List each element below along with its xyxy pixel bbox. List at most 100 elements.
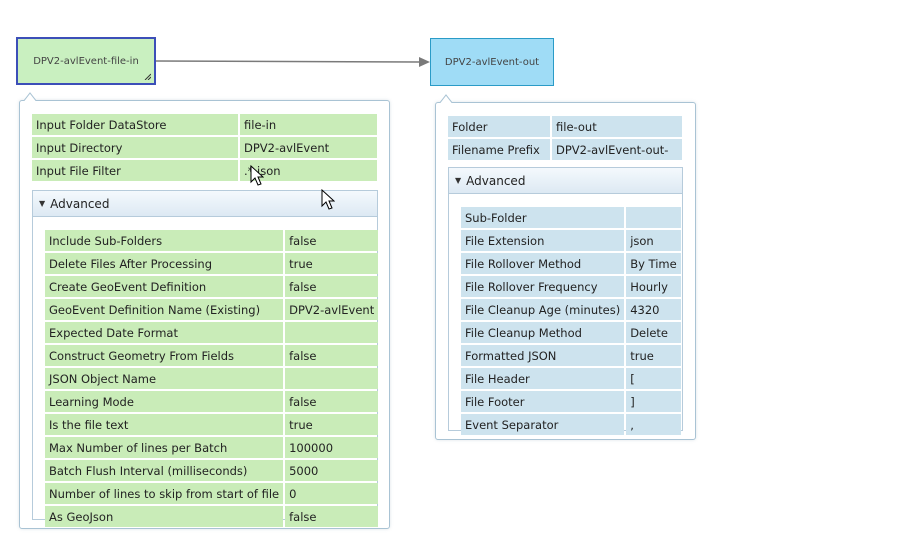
node-connector (155, 57, 430, 67)
input-node-label: DPV2-avlEvent-file-in (33, 55, 139, 67)
advanced-toggle[interactable]: ▼ Advanced (33, 191, 377, 217)
input-properties-table: Input Folder DataStore file-in Input Dir… (30, 112, 379, 183)
resize-grip-icon[interactable] (144, 73, 151, 80)
table-row: Batch Flush Interval (milliseconds)5000 (45, 460, 379, 481)
property-name: File Rollover Method (461, 253, 625, 274)
property-value[interactable]: 5000 (285, 460, 379, 481)
output-node[interactable]: DPV2-avlEvent-out (430, 38, 554, 86)
property-value[interactable]: 4320 (626, 299, 681, 320)
property-value[interactable]: true (285, 253, 379, 274)
table-row: Event Separator, (461, 414, 681, 435)
popup-pointer (23, 92, 37, 102)
property-value[interactable]: true (285, 414, 379, 435)
property-name: Number of lines to skip from start of fi… (45, 483, 284, 504)
mouse-pointer-icon (250, 165, 264, 186)
property-name: Input Folder DataStore (32, 114, 238, 135)
property-value[interactable]: DPV2-avlEvent (240, 137, 377, 158)
property-name: Is the file text (45, 414, 284, 435)
table-row: JSON Object Name (45, 368, 379, 389)
output-properties-popup: Folder file-out Filename Prefix DPV2-avl… (435, 94, 696, 440)
property-name: Construct Geometry From Fields (45, 345, 284, 366)
property-value[interactable]: false (285, 506, 379, 527)
property-name: File Rollover Frequency (461, 276, 625, 297)
table-row: Folder file-out (448, 116, 682, 137)
mouse-pointer-icon (321, 189, 335, 210)
property-value[interactable]: 100000 (285, 437, 379, 458)
popup-pointer (439, 94, 453, 104)
caret-down-icon: ▼ (455, 176, 462, 185)
property-value[interactable]: , (626, 414, 681, 435)
property-value[interactable]: DPV2-avlEvent (285, 299, 379, 320)
property-name: Sub-Folder (461, 207, 625, 228)
caret-down-icon: ▼ (39, 199, 46, 208)
property-name: Max Number of lines per Batch (45, 437, 284, 458)
property-value[interactable] (626, 207, 681, 228)
table-row: Filename Prefix DPV2-avlEvent-out- (448, 139, 682, 160)
property-value[interactable]: file-out (552, 116, 682, 137)
property-name: File Cleanup Method (461, 322, 625, 343)
property-value[interactable]: Hourly (626, 276, 681, 297)
property-name: File Extension (461, 230, 625, 251)
property-value[interactable]: false (285, 276, 379, 297)
property-value[interactable]: Delete (626, 322, 681, 343)
property-name: Event Separator (461, 414, 625, 435)
property-value[interactable]: By Time (626, 253, 681, 274)
table-row: Input Folder DataStore file-in (32, 114, 377, 135)
property-name: Folder (448, 116, 550, 137)
property-name: As GeoJson (45, 506, 284, 527)
property-name: Input File Filter (32, 160, 238, 181)
input-properties-popup: Input Folder DataStore file-in Input Dir… (19, 92, 390, 529)
table-row: Input File Filter .*.json (32, 160, 377, 181)
property-value[interactable]: ] (626, 391, 681, 412)
table-row: Sub-Folder (461, 207, 681, 228)
property-value[interactable]: .*.json (240, 160, 377, 181)
property-name: Expected Date Format (45, 322, 284, 343)
property-name: JSON Object Name (45, 368, 284, 389)
property-value[interactable] (285, 368, 379, 389)
property-name: File Header (461, 368, 625, 389)
property-name: File Footer (461, 391, 625, 412)
property-value[interactable]: true (626, 345, 681, 366)
table-row: File Footer] (461, 391, 681, 412)
table-row: Input Directory DPV2-avlEvent (32, 137, 377, 158)
property-name: Input Directory (32, 137, 238, 158)
property-value[interactable]: false (285, 345, 379, 366)
property-value[interactable]: file-in (240, 114, 377, 135)
property-name: Delete Files After Processing (45, 253, 284, 274)
input-node[interactable]: DPV2-avlEvent-file-in (16, 37, 156, 85)
property-value[interactable]: false (285, 230, 379, 251)
property-name: Batch Flush Interval (milliseconds) (45, 460, 284, 481)
property-value[interactable]: 0 (285, 483, 379, 504)
table-row: Number of lines to skip from start of fi… (45, 483, 379, 504)
advanced-label: Advanced (50, 196, 110, 211)
property-name: Include Sub-Folders (45, 230, 284, 251)
property-value[interactable]: false (285, 391, 379, 412)
property-value[interactable]: json (626, 230, 681, 251)
property-value[interactable]: DPV2-avlEvent-out- (552, 139, 682, 160)
table-row: File Header[ (461, 368, 681, 389)
advanced-toggle[interactable]: ▼ Advanced (449, 168, 682, 194)
property-name: Create GeoEvent Definition (45, 276, 284, 297)
property-value[interactable] (285, 322, 379, 343)
property-name: Learning Mode (45, 391, 284, 412)
property-value[interactable]: [ (626, 368, 681, 389)
advanced-label: Advanced (466, 173, 526, 188)
output-properties-table: Folder file-out Filename Prefix DPV2-avl… (446, 114, 684, 162)
table-row: Expected Date Format (45, 322, 379, 343)
table-row: File Cleanup Age (minutes)4320 (461, 299, 681, 320)
property-name: File Cleanup Age (minutes) (461, 299, 625, 320)
